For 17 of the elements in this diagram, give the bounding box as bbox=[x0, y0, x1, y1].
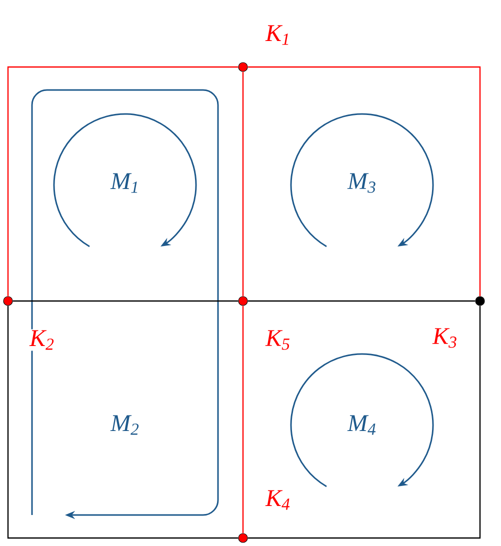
wire bbox=[7, 66, 238, 296]
node-label: K$_{1}$ bbox=[264, 24, 292, 46]
wire bbox=[248, 306, 481, 539]
wire bbox=[242, 72, 244, 296]
wire bbox=[242, 306, 244, 534]
mesh-label: M$_{2}$ bbox=[110, 415, 139, 435]
node-label: K$_{3}$ bbox=[432, 327, 458, 349]
mesh-label: M$_{3}$ bbox=[347, 173, 376, 193]
wire bbox=[7, 306, 238, 539]
mesh-label: M$_{4}$ bbox=[347, 415, 376, 435]
wire bbox=[248, 300, 476, 302]
node-label: K$_{4}$ bbox=[264, 489, 292, 511]
mesh-label: M$_{1}$ bbox=[110, 173, 138, 193]
wire bbox=[248, 66, 481, 296]
wire bbox=[12, 300, 238, 302]
node-label: K$_{2}$ bbox=[28, 329, 56, 351]
node-label: K$_{5}$ bbox=[264, 329, 292, 351]
